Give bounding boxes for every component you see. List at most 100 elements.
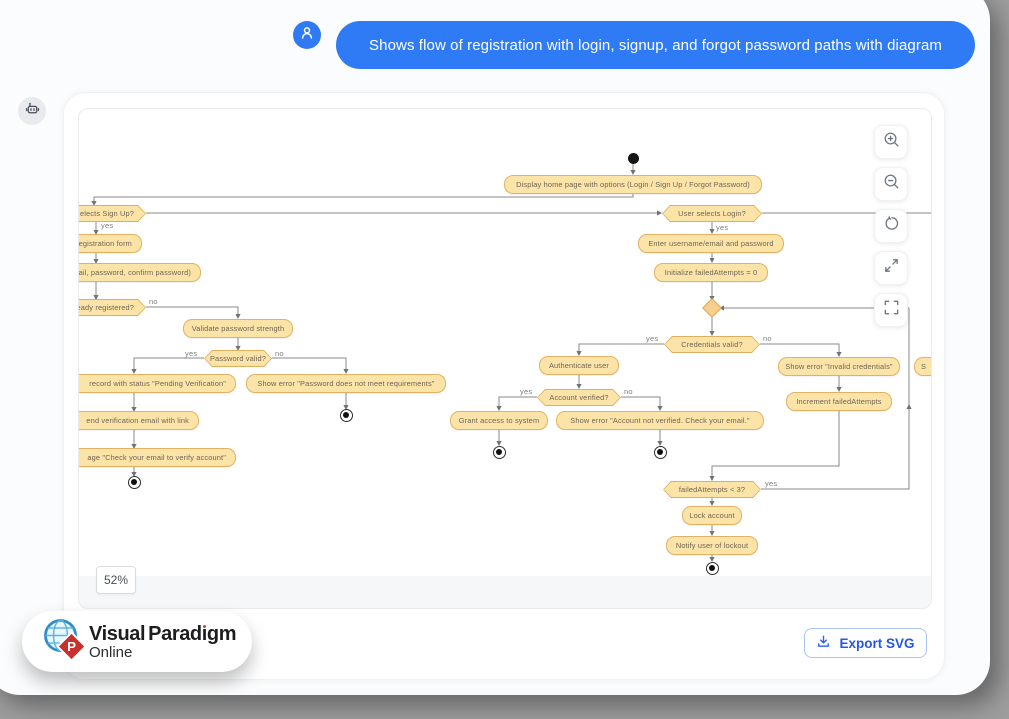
node-notify-lockout[interactable]: Notify user of lockout (666, 535, 758, 555)
node-authenticate[interactable]: Authenticate user (539, 355, 619, 375)
globe-diamond-logo: P (42, 617, 87, 666)
edge-label: no (624, 387, 633, 396)
arrowhead (576, 384, 582, 389)
zoom-in-icon (882, 130, 901, 154)
arrowhead (906, 404, 912, 409)
flow-edge (711, 410, 840, 478)
export-svg-button[interactable]: Export SVG (804, 628, 927, 658)
zoom-out-button[interactable] (874, 167, 908, 201)
node-init-attempts[interactable]: Initialize failedAttempts = 0 (654, 262, 768, 282)
flow-edge (760, 343, 840, 354)
decision-shape (664, 336, 760, 353)
edge-label: yes (101, 221, 114, 230)
arrowhead (131, 369, 137, 374)
zoom-in-button[interactable] (874, 125, 908, 159)
node-registered-decision[interactable]: eady registered? (78, 299, 146, 316)
node-increment-attempts[interactable]: Increment failedAttempts (786, 391, 892, 411)
decision-label: eady registered? (78, 303, 134, 312)
node-error-not-verified[interactable]: Show error "Account not verified. Check … (556, 410, 764, 430)
decision-shape (663, 481, 761, 498)
arrowhead (93, 259, 99, 264)
node-enter-details[interactable]: ail, password, confirm password) (79, 263, 201, 282)
reset-view-button[interactable] (874, 209, 908, 243)
arrowhead (709, 557, 715, 562)
arrowhead (836, 387, 842, 392)
arrowhead (235, 346, 241, 351)
arrowhead (131, 472, 137, 477)
decision-shape (204, 350, 272, 367)
node-grant-access[interactable]: Grant access to system (450, 410, 548, 430)
node-password-decision[interactable]: Password valid? (204, 350, 272, 367)
decision-shape (78, 205, 146, 222)
node-final-signup[interactable] (127, 475, 141, 489)
edge-label: yes (646, 334, 659, 343)
node-final-not-verified[interactable] (653, 445, 667, 459)
download-icon (816, 634, 831, 652)
node-error-invalid[interactable]: Show error "Invalid credentials" (778, 356, 900, 376)
node-registration-form[interactable]: egistration form (79, 234, 142, 253)
arrowhead (709, 258, 715, 263)
chat-bubble: Shows flow of registration with login, s… (336, 21, 975, 69)
flow-edge (761, 308, 910, 490)
chat-message: Shows flow of registration with login, s… (369, 36, 942, 54)
edge-label: yes (520, 387, 533, 396)
arrowhead (709, 501, 715, 506)
arrowhead (131, 444, 137, 449)
result-card: Display home page with options (Login / … (63, 92, 945, 680)
node-account-decision[interactable]: Account verified? (537, 389, 621, 406)
node-credentials-decision[interactable]: Credentials valid? (664, 336, 760, 353)
person-icon (299, 25, 315, 46)
node-validate-password[interactable]: Validate password strength (183, 318, 293, 338)
arrowhead (709, 331, 715, 336)
arrowhead (131, 407, 137, 412)
node-initial[interactable] (627, 152, 639, 164)
user-avatar (293, 21, 321, 49)
arrowhead (657, 210, 662, 216)
node-create-record[interactable]: record with status "Pending Verification… (79, 373, 236, 393)
node-enter-credentials[interactable]: Enter username/email and password (638, 233, 784, 253)
node-error-password[interactable]: Show error "Password does not meet requi… (246, 373, 446, 393)
fullscreen-button[interactable] (874, 293, 908, 327)
arrowhead (709, 476, 715, 481)
node-send-verification[interactable]: end verification email with link (79, 411, 199, 430)
node-layer: Display home page with options (Login / … (79, 109, 931, 608)
diagram-canvas[interactable]: Display home page with options (Login / … (78, 108, 932, 609)
edge-label: no (275, 349, 284, 358)
fullscreen-icon (882, 298, 901, 322)
flow-edge (498, 396, 537, 408)
edge-label: yes (185, 349, 198, 358)
edge-label: no (763, 334, 772, 343)
node-lock-account[interactable]: Lock account (682, 505, 742, 525)
node-final-grant[interactable] (492, 445, 506, 459)
flow-edge (621, 396, 661, 408)
fit-view-button[interactable] (874, 251, 908, 285)
node-final-lockout[interactable] (705, 561, 719, 575)
svg-text:P: P (67, 639, 76, 654)
zoom-level-badge: 52% (96, 566, 136, 594)
arrowhead (343, 405, 349, 410)
node-login-decision[interactable]: User selects Login? (662, 205, 762, 222)
node-display-home[interactable]: Display home page with options (Login / … (504, 174, 762, 194)
arrowhead (657, 406, 663, 411)
decision-label: Account verified? (549, 393, 609, 402)
arrowhead (93, 230, 99, 235)
brand-name-paradigm: Paradıgm (148, 622, 237, 645)
flow-edge (578, 343, 664, 353)
arrowhead (657, 441, 663, 446)
decision-label: failedAttempts < 3? (678, 485, 746, 494)
node-final-password-error[interactable] (339, 408, 353, 422)
node-message-check-email[interactable]: age "Check your email to verify account" (79, 448, 236, 467)
arrowhead (496, 406, 502, 411)
flow-edge (146, 306, 239, 316)
fit-view-icon (882, 256, 901, 280)
node-attempts-decision[interactable]: failedAttempts < 3? (663, 481, 761, 498)
node-merge[interactable] (702, 298, 722, 318)
brand-product: Online (89, 643, 133, 661)
edge-label: yes (716, 223, 729, 232)
arrowhead (630, 170, 636, 175)
node-signup-decision[interactable]: elects Sign Up? (78, 205, 146, 222)
decision-label: elects Sign Up? (79, 209, 134, 218)
node-clipped-right-node[interactable]: S (914, 356, 931, 376)
